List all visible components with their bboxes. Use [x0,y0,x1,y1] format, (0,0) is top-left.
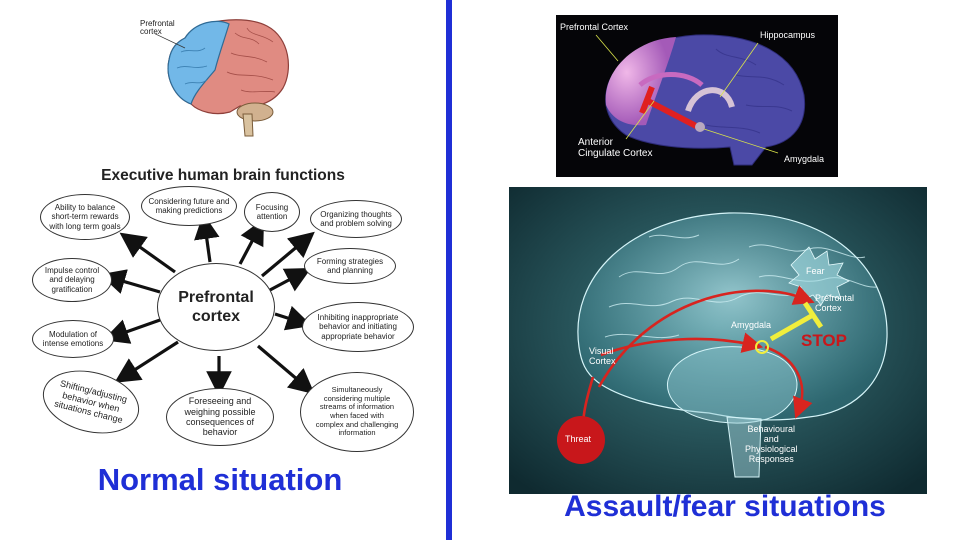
label-amygdala-bottom: Amygdala [731,320,772,330]
center-label: Prefrontal cortex [178,288,254,325]
bubble-text: Considering future and making prediction… [148,196,230,215]
bubble-text: Shifting/adjusting behavior when situati… [53,378,129,426]
center-divider [446,0,452,540]
label-fear: Fear [806,266,825,276]
normal-situation-caption: Normal situation [97,462,343,497]
label-prefrontal-cortex: Prefrontal Cortex [560,22,629,32]
bubble-inhibiting-behavior: Inhibiting inappropriate behavior and in… [302,302,414,352]
bubble-future-predictions: Considering future and making prediction… [141,186,237,226]
label-threat: Threat [565,434,592,444]
label-responses: Behavioural and Physiological Responses [745,424,798,464]
bubble-text: Organizing thoughts and problem solving [320,209,392,228]
prefrontal-cortex-center: Prefrontal cortex [157,263,275,351]
label-stop: STOP [801,331,847,350]
bubble-text: Impulse control and delaying gratificati… [44,266,100,294]
brain-prefrontal-label: Prefrontal cortex [140,19,175,37]
bubble-text: Inhibiting inappropriate behavior and in… [317,313,399,341]
function-arrows [99,213,315,397]
bubble-forming-strategies: Forming strategies and planning [304,248,396,284]
bubble-text: Forming strategies and planning [316,256,384,275]
label-amygdala-top: Amygdala [784,154,825,164]
xray-brain [509,187,927,494]
bubble-organizing-thoughts: Organizing thoughts and problem solving [310,200,402,238]
label-prefrontal-cortex-bottom: Prefrontal Cortex [815,293,855,313]
bubble-foreseeing-consequences: Foreseeing and weighing possible consequ… [166,388,274,446]
bubble-focusing-attention: Focusing attention [244,192,300,232]
brain-illustration [155,19,290,137]
bubble-text: Ability to balance short-term rewards wi… [49,203,121,231]
limbic-diagram: Prefrontal Cortex Hippocampus Anterior C… [556,15,838,177]
bubble-text: Foreseeing and weighing possible consequ… [184,396,256,438]
executive-functions-title: Executive human brain functions [101,167,345,184]
fear-pathway-diagram: Fear Prefrontal Cortex Amygdala STOP Vis… [509,187,927,494]
sagittal-brain [595,34,806,166]
label-hippocampus: Hippocampus [760,30,816,40]
bubble-text: Simultaneously considering multiple stre… [315,385,399,438]
assault-fear-caption: Assault/fear situations [564,490,886,523]
label-visual-cortex: Visual Cortex [589,346,616,366]
bubble-simultaneous-streams: Simultaneously considering multiple stre… [300,372,414,452]
bubble-modulation-emotions: Modulation of intense emotions [32,320,114,358]
bubble-balance-rewards: Ability to balance short-term rewards wi… [40,194,130,240]
bubble-text: Modulation of intense emotions [42,329,104,348]
label-anterior-cingulate: Anterior Cingulate Cortex [578,137,653,159]
bubble-text: Focusing attention [255,202,289,221]
bubble-impulse-control: Impulse control and delaying gratificati… [32,258,112,302]
normal-situation-panel: Prefrontal cortex Executive human brain … [0,0,446,540]
